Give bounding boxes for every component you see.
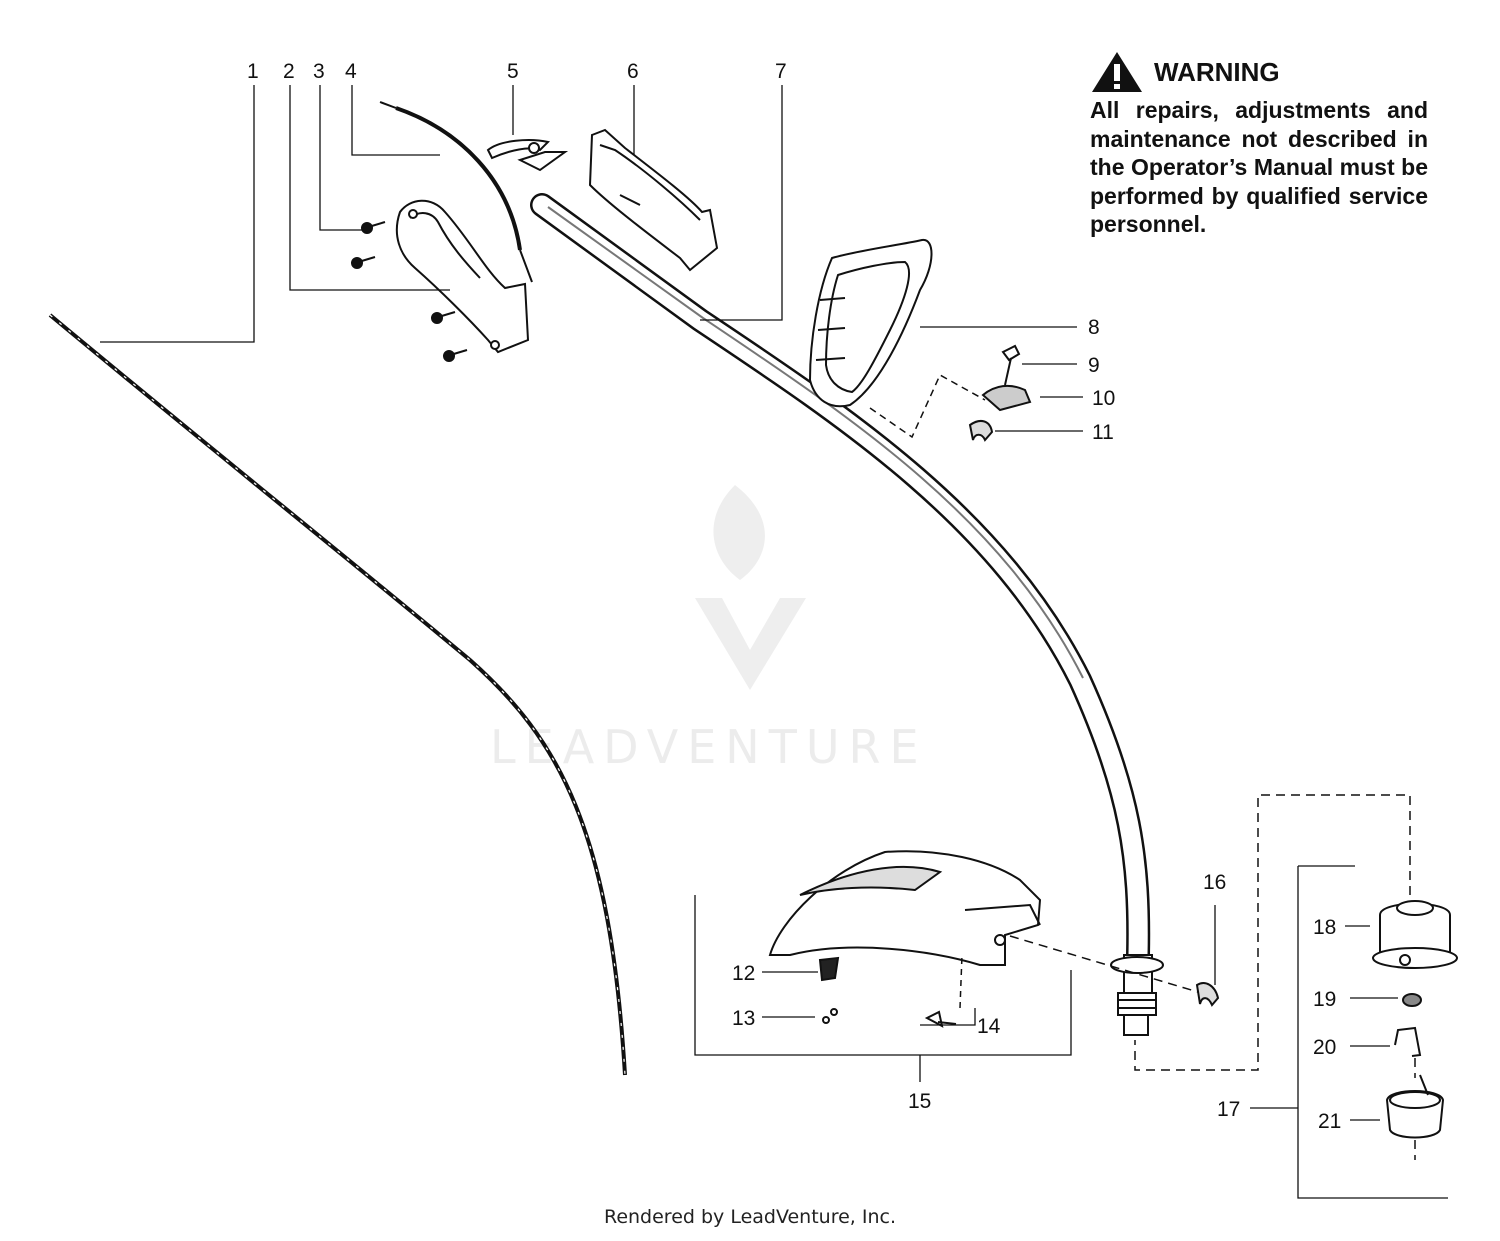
- callout-15: 15: [908, 1090, 931, 1113]
- d-handle-part: [808, 238, 933, 408]
- callout-3: 3: [313, 60, 325, 83]
- callout-8: 8: [1088, 316, 1100, 339]
- wing-nut-part: [1195, 982, 1220, 1007]
- warning-box: WARNING All repairs, adjustments and mai…: [1090, 50, 1428, 239]
- callout-6: 6: [627, 60, 639, 83]
- callout-1: 1: [247, 60, 259, 83]
- callout-20: 20: [1313, 1036, 1336, 1059]
- callout-18: 18: [1313, 916, 1336, 939]
- callout-16: 16: [1203, 871, 1226, 894]
- screw-parts: [351, 221, 468, 362]
- guard-part: [768, 850, 1042, 966]
- callout-9: 9: [1088, 354, 1100, 377]
- throttle-trigger-part: [486, 139, 569, 172]
- guard-clip-part: [818, 956, 840, 982]
- throttle-cable-part: [379, 101, 533, 283]
- footer-credit: Rendered by LeadVenture, Inc.: [603, 1206, 897, 1228]
- callout-21: 21: [1318, 1110, 1341, 1133]
- nuts-part: [822, 1008, 838, 1024]
- callout-14: 14: [977, 1015, 1001, 1038]
- handle-cover-part: [588, 128, 719, 272]
- handle-housing-part: [395, 199, 530, 354]
- warning-heading: WARNING: [1154, 57, 1280, 87]
- warning-triangle-icon: [1092, 52, 1142, 92]
- callout-4: 4: [345, 60, 357, 83]
- callout-19: 19: [1313, 988, 1336, 1011]
- callout-5: 5: [507, 60, 519, 83]
- watermark-text: LEADVENTURE: [490, 720, 928, 774]
- callout-13: 13: [732, 1007, 755, 1030]
- callout-10: 10: [1092, 387, 1115, 410]
- watermark-logo: [695, 485, 806, 690]
- callout-17: 17: [1217, 1098, 1240, 1121]
- callout-11: 11: [1092, 421, 1114, 444]
- tube-coupling: [1110, 954, 1164, 1036]
- bolt-part: [924, 1010, 957, 1028]
- callout-2: 2: [283, 60, 295, 83]
- warning-text: All repairs, adjustments and maintenance…: [1090, 97, 1428, 237]
- handle-hardware-parts: [968, 344, 1032, 442]
- drive-shaft-part: [48, 313, 627, 1076]
- warning-heading-row: WARNING: [1090, 50, 1428, 94]
- leader-lines: [100, 85, 1448, 1199]
- callout-12: 12: [732, 962, 755, 985]
- dashed-connectors: [1009, 794, 1416, 1160]
- trimmer-head-parts: [1372, 900, 1458, 1139]
- callout-7: 7: [775, 60, 787, 83]
